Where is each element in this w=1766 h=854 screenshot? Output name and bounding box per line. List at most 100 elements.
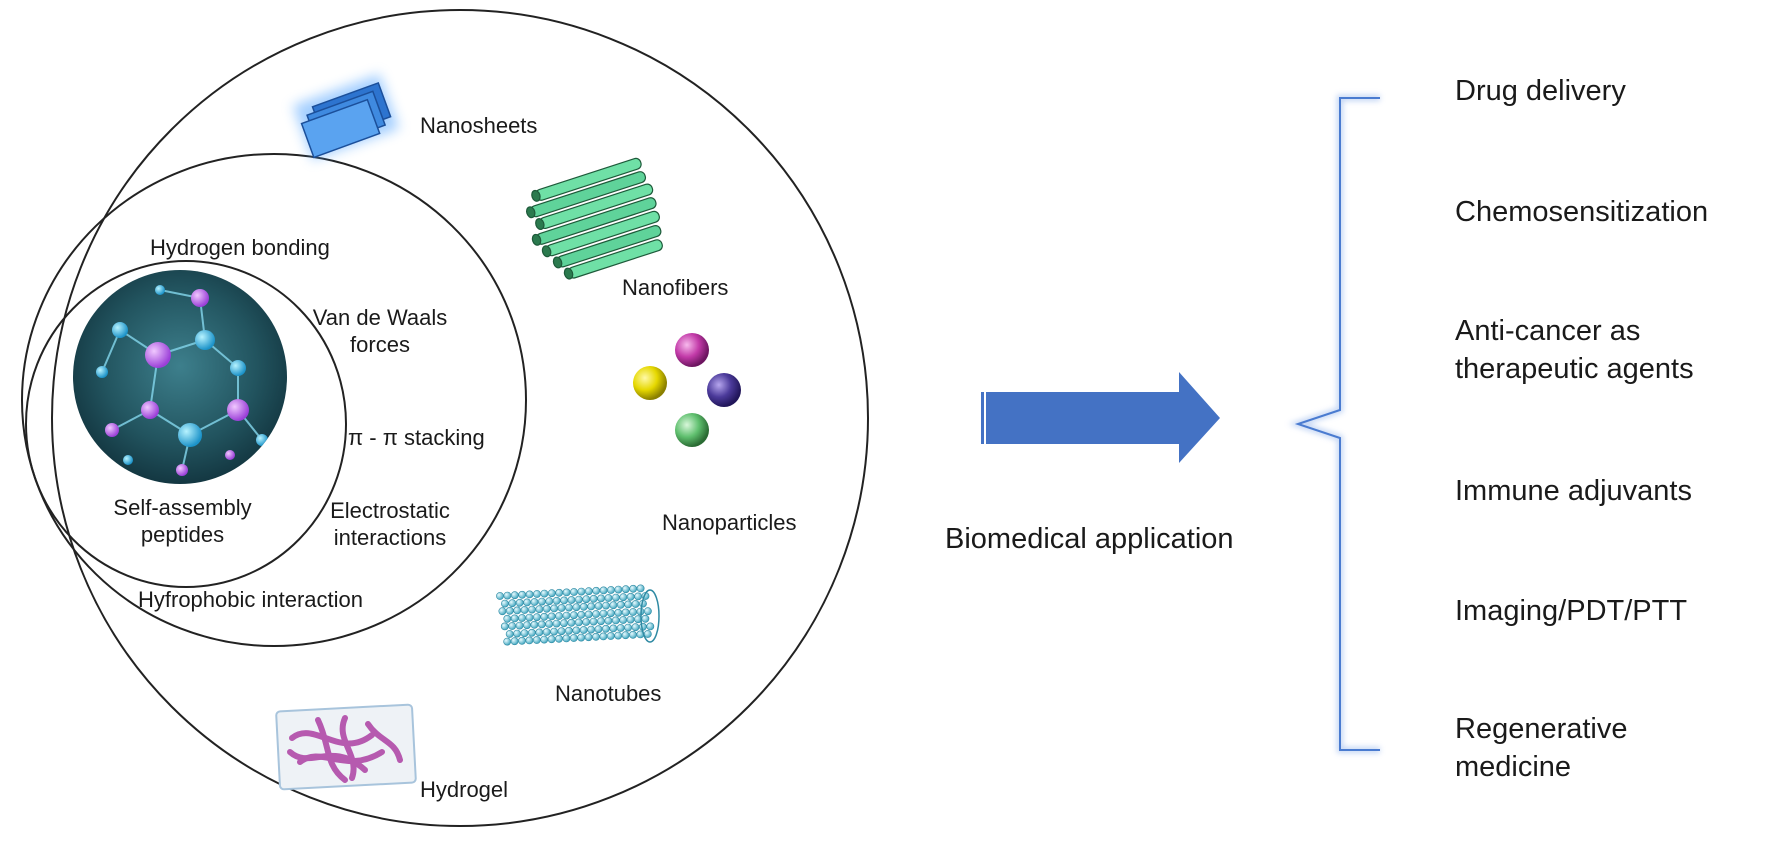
nanotube-bead [616, 624, 625, 632]
nanotube-bead [557, 604, 566, 612]
peptide-molecule-icon [73, 270, 287, 484]
interaction-circle [21, 153, 527, 647]
nanotube-bead [510, 614, 519, 623]
nanotube-bead [570, 588, 578, 596]
nanotube-bead [520, 629, 529, 638]
nanotube-bead [582, 595, 591, 604]
nanotube-bead [624, 623, 632, 632]
nanotube-bead [538, 597, 546, 606]
nanotube-bead [557, 627, 566, 636]
nanotube-bead [547, 589, 556, 598]
nanotube-bead [616, 600, 625, 609]
nanosheets-label: Nanosheets [420, 113, 538, 138]
nanotube-bead [626, 592, 635, 601]
nanotube-bead [621, 608, 630, 617]
electrostatic-line1: Electrostatic [330, 498, 450, 523]
nanotube-bead [569, 634, 578, 642]
nanotube-bead [587, 602, 596, 611]
nanotube-bead [532, 636, 541, 644]
nanotubes-label: Nanotubes [555, 681, 662, 706]
nanotube-bead [540, 635, 549, 644]
application-text: Chemosensitization [1455, 196, 1709, 228]
nanotube-bead [500, 599, 509, 608]
nanotube-bead [611, 616, 620, 625]
pi-stacking-label: π - π stacking [348, 425, 485, 450]
nanotube-bead [582, 618, 591, 626]
biomedical-application-label: Biomedical application [945, 523, 1234, 555]
electrostatic-line2: interactions [333, 525, 447, 550]
nanotube-bead [555, 612, 563, 620]
nanotube-bead [629, 584, 638, 593]
nanotube-bead [565, 603, 573, 612]
nanotube-bead [574, 618, 583, 627]
nanotube-bead [609, 601, 618, 610]
nanotube-bead [607, 609, 615, 618]
nanotube-bead [624, 600, 633, 609]
nanotube-bead [594, 602, 603, 610]
nanotube-bead [530, 598, 539, 606]
nanotube-bead [510, 637, 519, 646]
nanotube-bead [550, 604, 559, 613]
nanotube-end [640, 589, 660, 643]
core-label: Self-assembly peptides [100, 494, 265, 548]
application-item-0: Drug delivery [1455, 72, 1626, 110]
nanotube-bead [577, 587, 586, 596]
application-item-3: Immune adjuvants [1455, 472, 1692, 510]
nanotube-bead [584, 633, 593, 642]
nanotube-bead [572, 603, 581, 612]
nanotube-bead [607, 586, 615, 594]
nanotube-bead [525, 636, 534, 645]
nanotube-bead [496, 592, 504, 600]
hydrophobic-label: Hyfrophobic interaction [138, 587, 364, 612]
nanotube-bead [503, 614, 512, 623]
nanotube-bead [619, 593, 628, 602]
nanotube-bead [537, 620, 546, 629]
nanotube-bead [542, 604, 551, 613]
nanotube-bead [602, 601, 610, 610]
van-der-waals-line1: Van de Waals [312, 305, 448, 330]
nanotube-bead [555, 588, 564, 597]
nanotube-bead [621, 585, 630, 594]
nanotube-bead [562, 634, 571, 643]
nanotube-bead [552, 619, 561, 628]
nanotube-bead [599, 632, 608, 641]
nanotube-bead [518, 614, 526, 622]
nanotube-bead [567, 618, 576, 627]
nanotube-bead [644, 607, 652, 616]
nanotube-bead [577, 610, 586, 619]
nanotube-bead [505, 630, 514, 638]
nanotube-bead [535, 628, 544, 637]
nanotube-bead [545, 597, 554, 606]
nanotube-bead [505, 606, 514, 615]
nanotube-bead [579, 626, 588, 634]
nanotube-bead [589, 594, 598, 603]
core-circle [25, 260, 347, 588]
nanotube-bead [528, 605, 536, 614]
nanotube-bead [545, 620, 554, 628]
nanotube-bead [500, 622, 509, 631]
nanotube-bead [594, 625, 603, 634]
nanotube-bead [592, 632, 600, 641]
application-text-line2: medicine [1455, 751, 1572, 783]
nanotube-bead [614, 631, 623, 640]
nanotube-bead [520, 606, 529, 614]
nanotube-bead [523, 621, 531, 630]
nanotube-bead [515, 598, 524, 607]
nanoparticles-label: Nanoparticles [662, 510, 797, 535]
nanotube-bead [572, 626, 581, 635]
nanotube-bead [560, 619, 568, 628]
electrostatic-label: Electrostatic interactions [315, 497, 465, 551]
hydrogel-icon [275, 703, 417, 791]
nanotube-bead [555, 634, 563, 643]
nanotube-bead [508, 622, 517, 630]
nanotube-bead [599, 586, 608, 595]
nanotube-bead [552, 596, 561, 605]
nanotube-bead [513, 629, 521, 638]
nanotube-bead [602, 624, 610, 633]
application-item-5: Regenerative medicine [1455, 710, 1628, 786]
van-der-waals-line2: forces [350, 332, 410, 357]
application-arrow [978, 372, 1220, 463]
nanotube-bead [523, 598, 531, 607]
nanotubes-icon [496, 584, 660, 646]
